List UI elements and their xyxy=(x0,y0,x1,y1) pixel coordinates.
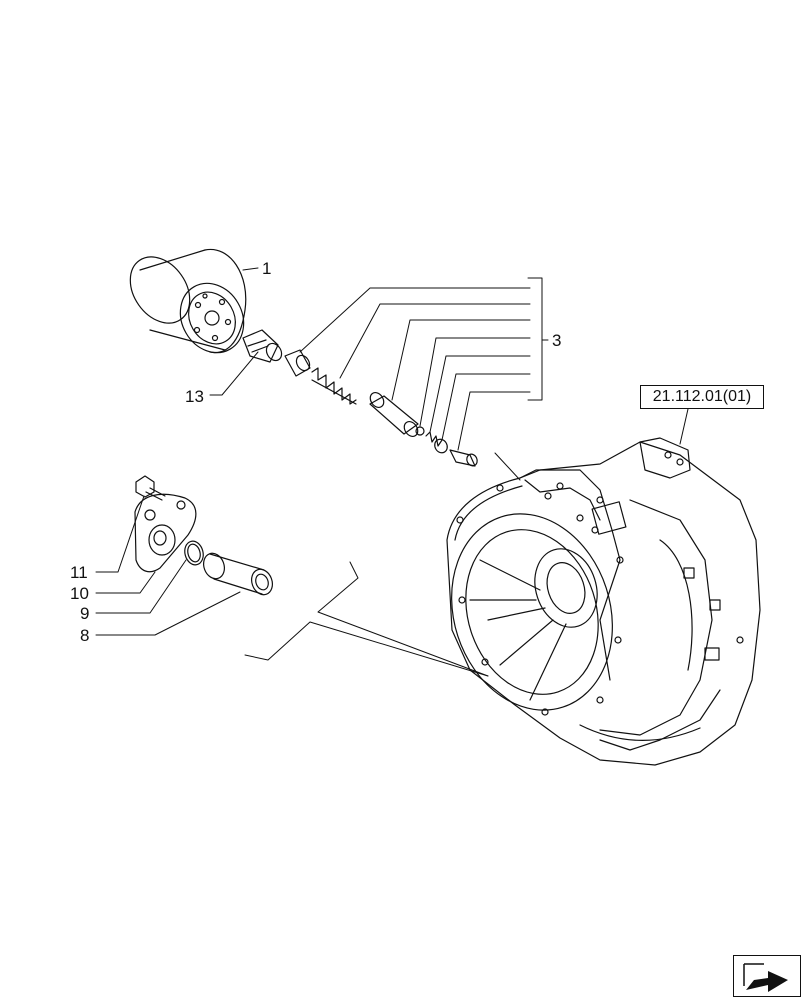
callout-8: 8 xyxy=(80,626,90,645)
threaded-connector xyxy=(242,329,283,363)
callout-1: 1 xyxy=(262,259,272,278)
callout-9: 9 xyxy=(80,604,90,623)
cover-plate xyxy=(134,493,197,573)
small-spring xyxy=(425,431,443,447)
bushing-tube xyxy=(203,552,273,596)
transmission-housing xyxy=(446,437,761,766)
leader-lines xyxy=(95,267,689,677)
o-ring xyxy=(184,540,204,566)
valve-ball xyxy=(415,426,425,436)
callout-11: 11 xyxy=(70,563,88,582)
arrow-next-icon xyxy=(743,963,788,992)
callout-13: 13 xyxy=(185,387,204,406)
valve-washer xyxy=(434,438,448,454)
valve-piston xyxy=(369,391,419,438)
reference-link[interactable]: 21.112.01(01) xyxy=(640,385,764,409)
callout-3: 3 xyxy=(552,331,562,350)
next-page-button[interactable] xyxy=(733,955,801,997)
callout-10: 10 xyxy=(70,584,89,603)
oil-filter xyxy=(129,248,247,354)
valve-spring xyxy=(311,367,357,405)
valve-plug-screw xyxy=(449,449,478,467)
valve-sleeve xyxy=(284,349,311,377)
